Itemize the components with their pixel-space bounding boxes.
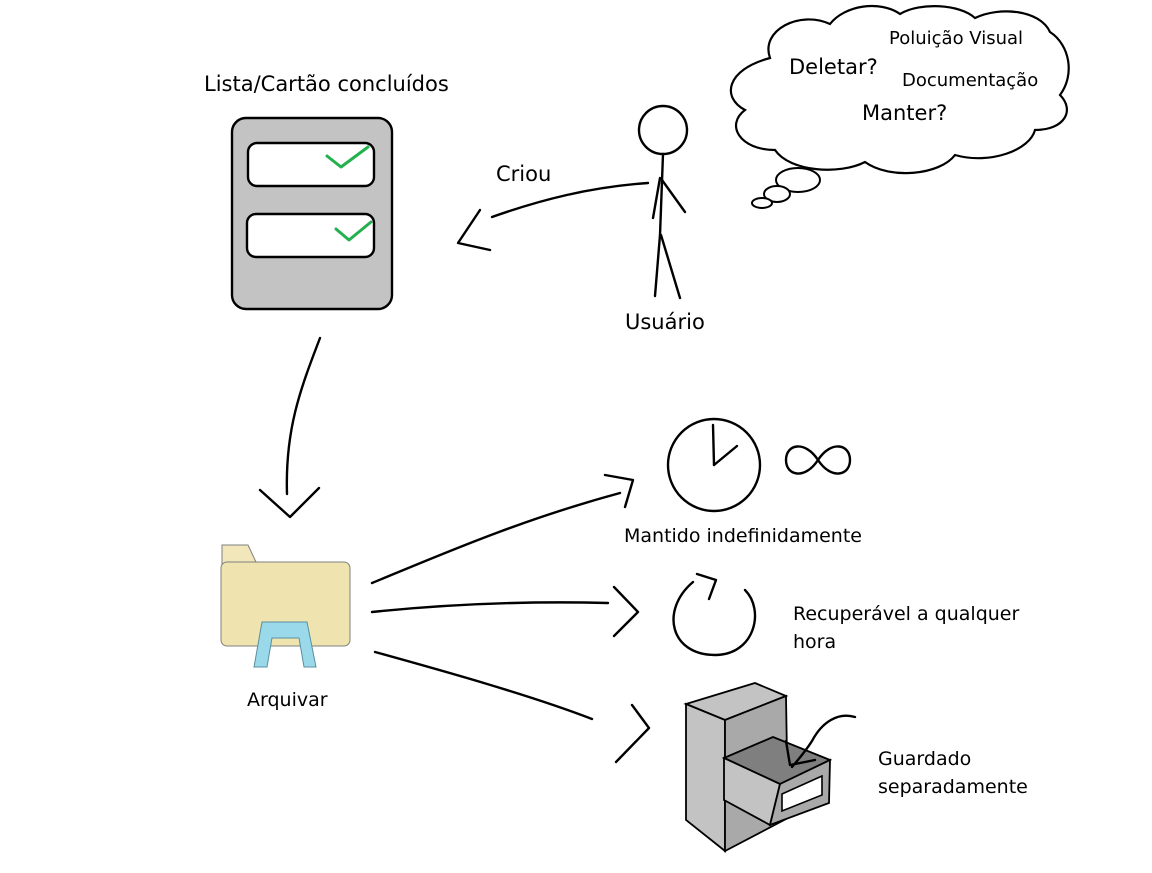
clock-icon bbox=[666, 417, 762, 513]
user-leg-left bbox=[653, 233, 662, 298]
refresh-arrow-head bbox=[695, 572, 718, 601]
thought-delete: Deletar? bbox=[789, 55, 878, 79]
thought-bubble-small bbox=[751, 197, 773, 209]
kept-label: Mantido indefinidamente bbox=[624, 525, 862, 547]
kept-group: Mantido indefinidamente bbox=[624, 417, 862, 547]
kept-arrow-head bbox=[603, 473, 635, 509]
thought-cloud: Deletar? Poluição Visual Documentação Ma… bbox=[729, 4, 1070, 209]
drawer-handle bbox=[781, 774, 823, 813]
completed-list-group: Lista/Cartão concluídos bbox=[204, 72, 449, 311]
recoverable-arrow-head bbox=[612, 585, 640, 638]
user-label: Usuário bbox=[625, 310, 705, 334]
recoverable-label-line2: hora bbox=[793, 631, 836, 653]
filing-cabinet: Guardado separadamente bbox=[683, 682, 1028, 853]
user-figure: Usuário bbox=[625, 104, 705, 334]
check-icon bbox=[325, 145, 370, 169]
thought-bubble-medium bbox=[763, 185, 791, 203]
thought-documentation: Documentação bbox=[902, 70, 1038, 91]
stored-label-line1: Guardado bbox=[878, 748, 971, 770]
folder-icon bbox=[220, 561, 351, 647]
created-arrow-head bbox=[456, 208, 492, 252]
created-arrow-line bbox=[490, 181, 650, 219]
drawer-arrow-line bbox=[790, 714, 857, 769]
check-icon bbox=[334, 220, 373, 242]
user-head bbox=[637, 104, 689, 156]
thought-cloud-shape bbox=[729, 4, 1070, 175]
cabinet-front bbox=[685, 702, 726, 853]
user-leg-right bbox=[659, 233, 682, 300]
drawer-arrow-head bbox=[784, 739, 817, 767]
thought-bubble-large bbox=[775, 167, 821, 193]
archive-arrow bbox=[258, 336, 322, 519]
thought-visual-pollution: Poluição Visual bbox=[889, 28, 1023, 49]
completed-list-label: Lista/Cartão concluídos bbox=[204, 72, 449, 96]
user-arm-right bbox=[660, 178, 687, 214]
archive-folder: Arquivar bbox=[220, 544, 351, 711]
archive-arrow-head bbox=[258, 486, 321, 519]
created-arrow: Criou bbox=[456, 162, 650, 252]
user-body bbox=[658, 152, 665, 237]
recoverable-arrow-line bbox=[370, 601, 610, 614]
card-item-2 bbox=[245, 212, 376, 259]
stored-label-line2: separadamente bbox=[878, 776, 1028, 798]
user-arm-left bbox=[651, 176, 662, 220]
created-label: Criou bbox=[496, 162, 551, 186]
clock-hand-minute bbox=[712, 444, 739, 467]
thought-keep: Manter? bbox=[862, 101, 947, 125]
card-item-1 bbox=[246, 141, 376, 188]
stored-arrow-line bbox=[373, 650, 594, 721]
archive-stand-icon bbox=[253, 621, 317, 668]
archive-label: Arquivar bbox=[247, 689, 328, 711]
kept-arrow-line bbox=[370, 491, 622, 585]
branch-arrows bbox=[370, 473, 651, 764]
stored-arrow-head bbox=[614, 703, 651, 764]
archive-arrow-line bbox=[285, 336, 322, 496]
infinity-icon bbox=[784, 445, 852, 475]
refresh-icon bbox=[672, 580, 757, 657]
recoverable-group: Recuperável a qualquer hora bbox=[672, 572, 1019, 657]
recoverable-label-line1: Recuperável a qualquer bbox=[793, 603, 1019, 625]
clock-hand-hour bbox=[711, 423, 716, 467]
